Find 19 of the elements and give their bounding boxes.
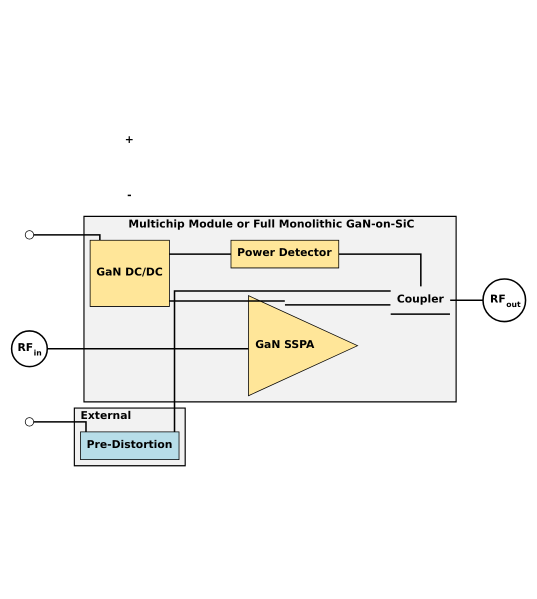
connector	[170, 300, 285, 302]
node-text: Coupler	[396, 292, 444, 306]
connector	[48, 348, 248, 350]
node-box: Pre-Distortion	[80, 432, 180, 460]
node-circle: RF$_{out}$	[482, 278, 526, 322]
node-box: Power Detector	[230, 240, 340, 268]
label: -	[127, 188, 132, 202]
connector	[284, 304, 390, 306]
label: +	[124, 133, 134, 146]
connector	[450, 300, 483, 302]
node-circle	[24, 230, 34, 240]
node-box: GaN DC/DC	[90, 240, 170, 307]
connector	[174, 290, 391, 432]
connector	[338, 253, 422, 286]
node-circle	[24, 417, 34, 426]
connector	[34, 421, 87, 432]
connector	[170, 253, 231, 255]
node-circle: RF$_{in}$	[10, 330, 48, 368]
connector	[34, 234, 101, 240]
